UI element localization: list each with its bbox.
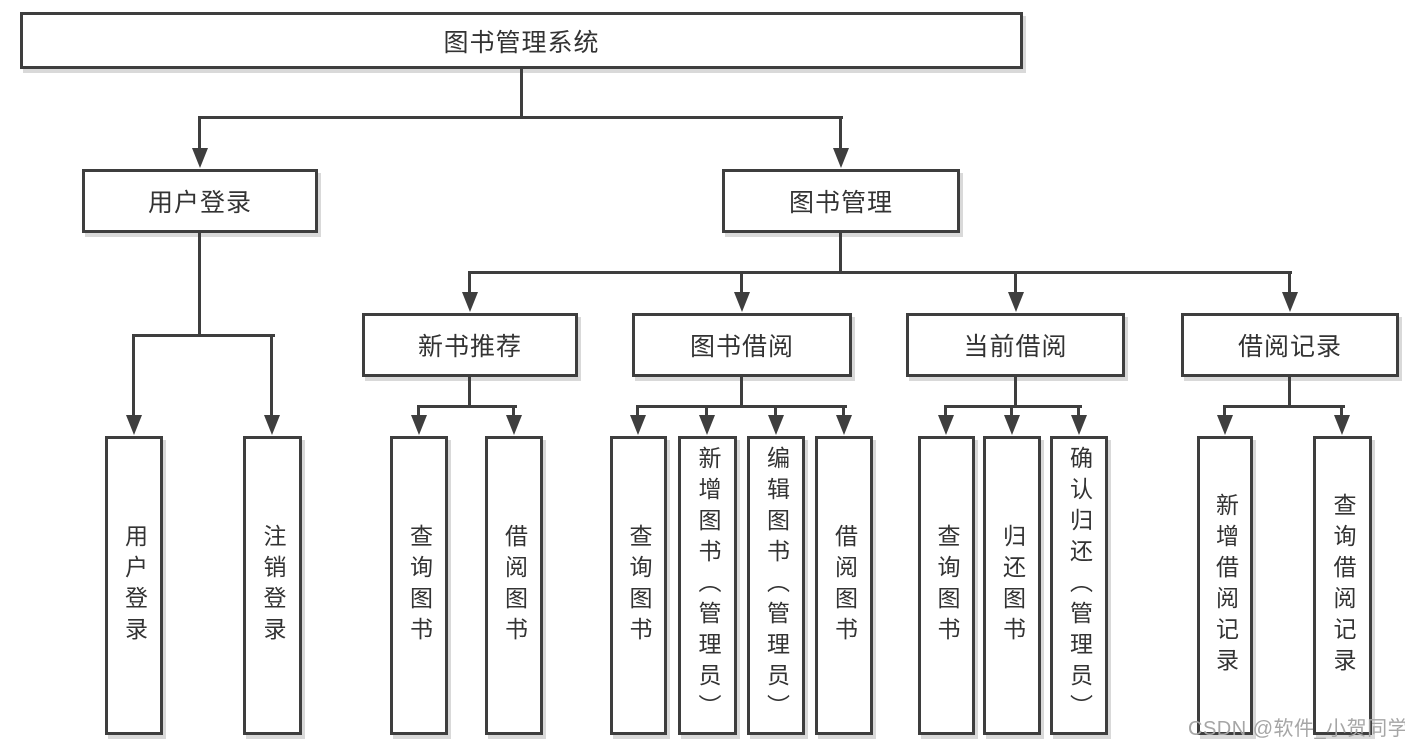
- leaf-return-book: 归还图书: [983, 436, 1041, 735]
- arrow-down-icon: [1008, 292, 1024, 312]
- connector-line: [198, 116, 843, 119]
- connector-line: [198, 119, 201, 150]
- node-new-book-recommend: 新书推荐: [362, 313, 578, 377]
- connector-line: [1010, 408, 1013, 417]
- node-book-borrow-label: 图书借阅: [689, 333, 794, 361]
- node-borrow-records-label: 借阅记录: [1237, 333, 1342, 361]
- leaf-borrow-books-recommend-label: 借阅图书: [501, 523, 528, 648]
- connector-line: [270, 337, 273, 417]
- leaf-edit-book-admin-label: 编辑图书（管理员）: [763, 446, 790, 725]
- node-root-label: 图书管理系统: [443, 28, 600, 57]
- connector-line: [468, 274, 471, 294]
- leaf-query-books-recommend: 查询图书: [390, 436, 448, 735]
- arrow-down-icon: [126, 415, 142, 435]
- connector-line: [842, 408, 845, 417]
- arrow-down-icon: [836, 415, 852, 435]
- leaf-borrow-books-label: 借阅图书: [831, 523, 858, 648]
- connector-line: [1288, 377, 1291, 408]
- node-user-login-label: 用户登录: [147, 189, 252, 217]
- arrow-down-icon: [734, 292, 750, 312]
- connector-line: [1340, 408, 1343, 417]
- connector-line: [944, 405, 1082, 408]
- connector-line: [839, 233, 842, 274]
- leaf-add-book-admin: 新增图书（管理员）: [678, 436, 737, 735]
- leaf-user-login-label: 用户登录: [121, 523, 148, 648]
- node-borrow-records: 借阅记录: [1181, 313, 1399, 377]
- connector-line: [132, 337, 135, 417]
- arrow-down-icon: [1282, 292, 1298, 312]
- leaf-query-books-borrow-label: 查询图书: [626, 523, 652, 648]
- connector-line: [468, 377, 471, 408]
- leaf-logout-label: 注销登录: [260, 523, 286, 648]
- connector-line: [198, 233, 201, 337]
- leaf-logout: 注销登录: [243, 436, 302, 735]
- arrow-down-icon: [462, 292, 478, 312]
- arrow-down-icon: [833, 148, 849, 168]
- arrow-down-icon: [1217, 415, 1233, 435]
- connector-line: [1077, 408, 1080, 417]
- connector-line: [774, 408, 777, 417]
- connector-line: [636, 408, 639, 417]
- leaf-query-books-current: 查询图书: [918, 436, 975, 735]
- node-book-borrow: 图书借阅: [632, 313, 852, 377]
- arrow-down-icon: [938, 415, 954, 435]
- connector-line: [520, 69, 523, 118]
- connector-line: [417, 408, 420, 417]
- connector-line: [636, 405, 847, 408]
- leaf-borrow-books: 借阅图书: [815, 436, 873, 735]
- leaf-add-borrow-record-label: 新增借阅记录: [1212, 492, 1239, 679]
- leaf-query-books-recommend-label: 查询图书: [406, 523, 433, 648]
- arrow-down-icon: [768, 415, 784, 435]
- connector-line: [1014, 377, 1017, 408]
- leaf-query-borrow-record-label: 查询借阅记录: [1330, 492, 1356, 679]
- node-current-borrow: 当前借阅: [906, 313, 1125, 377]
- connector-line: [839, 119, 842, 150]
- leaf-edit-book-admin: 编辑图书（管理员）: [747, 436, 805, 735]
- connector-line: [1223, 408, 1226, 417]
- leaf-confirm-return-admin: 确认归还（管理员）: [1050, 436, 1108, 735]
- arrow-down-icon: [192, 148, 208, 168]
- node-new-book-recommend-label: 新书推荐: [417, 333, 522, 361]
- leaf-add-borrow-record: 新增借阅记录: [1197, 436, 1253, 735]
- node-book-management: 图书管理: [722, 169, 960, 233]
- connector-line: [944, 408, 947, 417]
- leaf-query-borrow-record: 查询借阅记录: [1313, 436, 1372, 735]
- arrow-down-icon: [630, 415, 646, 435]
- arrow-down-icon: [699, 415, 715, 435]
- node-book-management-label: 图书管理: [788, 189, 893, 217]
- connector-line: [1288, 274, 1291, 294]
- node-root: 图书管理系统: [20, 12, 1023, 69]
- connector-line: [417, 405, 517, 408]
- connector-line: [740, 274, 743, 294]
- connector-line: [1014, 274, 1017, 294]
- leaf-query-books-current-label: 查询图书: [934, 523, 960, 648]
- node-current-borrow-label: 当前借阅: [963, 333, 1068, 361]
- arrow-down-icon: [1071, 415, 1087, 435]
- node-user-login: 用户登录: [82, 169, 318, 233]
- arrow-down-icon: [264, 415, 280, 435]
- leaf-return-book-label: 归还图书: [999, 523, 1026, 648]
- arrow-down-icon: [411, 415, 427, 435]
- arrow-down-icon: [1334, 415, 1350, 435]
- connector-line: [468, 271, 1292, 274]
- arrow-down-icon: [1004, 415, 1020, 435]
- leaf-add-book-admin-label: 新增图书（管理员）: [695, 446, 721, 725]
- leaf-query-books-borrow: 查询图书: [610, 436, 667, 735]
- connector-line: [512, 408, 515, 417]
- connector-line: [1223, 405, 1345, 408]
- leaf-confirm-return-admin-label: 确认归还（管理员）: [1066, 446, 1093, 725]
- connector-line: [132, 334, 275, 337]
- connector-line: [705, 408, 708, 417]
- leaf-user-login: 用户登录: [105, 436, 163, 735]
- arrow-down-icon: [506, 415, 522, 435]
- csdn-watermark: CSDN @软件_小贺同学: [1188, 718, 1405, 740]
- connector-line: [740, 377, 743, 408]
- leaf-borrow-books-recommend: 借阅图书: [485, 436, 543, 735]
